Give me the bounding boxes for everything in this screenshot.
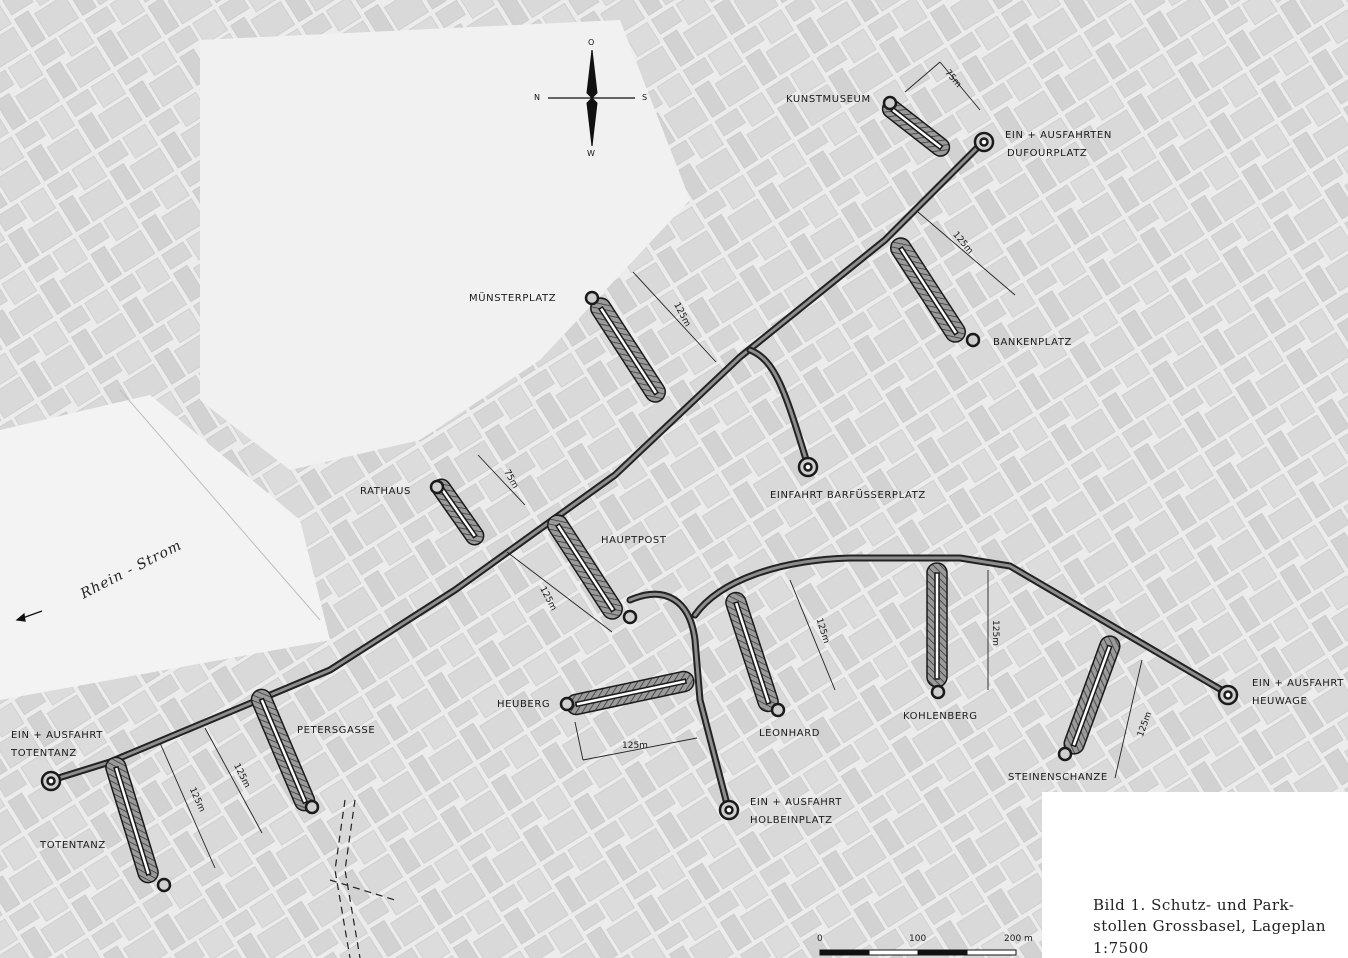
compass-north-label: N bbox=[534, 93, 540, 102]
label-dufour-2: DUFOURPLATZ bbox=[1007, 148, 1088, 159]
label-barfuesserplatz: EINFAHRT BARFÜSSERPLATZ bbox=[770, 490, 926, 501]
label-muensterplatz: MÜNSTERPLATZ bbox=[469, 293, 557, 304]
label-leonhard: LEONHARD bbox=[759, 728, 821, 739]
label-dufour-1: EIN + AUSFAHRTEN bbox=[1005, 130, 1112, 141]
caption-line-3: 1:7500 bbox=[1093, 939, 1149, 957]
label-petersgasse: PETERSGASSE bbox=[297, 725, 376, 736]
label-heuwage-2: HEUWAGE bbox=[1252, 696, 1308, 707]
compass-bottom-label: W bbox=[587, 149, 595, 158]
label-heuwage-1: EIN + AUSFAHRT bbox=[1252, 678, 1344, 689]
dim-heuberg: 125m bbox=[622, 741, 648, 751]
label-kohlenberg: KOHLENBERG bbox=[903, 711, 978, 722]
scale-label-200: 200 m bbox=[1004, 934, 1033, 944]
label-totentanz: TOTENTANZ bbox=[40, 840, 106, 851]
label-kunstmuseum: KUNSTMUSEUM bbox=[786, 94, 871, 105]
shelter-bays bbox=[105, 99, 1121, 884]
entrance-rings bbox=[40, 95, 1239, 893]
label-bankenplatz: BANKENPLATZ bbox=[993, 337, 1072, 348]
compass-icon bbox=[548, 49, 635, 147]
label-totentanz-exit-1: EIN + AUSFAHRT bbox=[11, 730, 103, 741]
dim-kohlenberg: 125m bbox=[990, 620, 1000, 646]
scale-label-0: 0 bbox=[817, 934, 823, 944]
caption-box bbox=[1042, 792, 1348, 958]
label-steinenschanze: STEINENSCHANZE bbox=[1008, 772, 1108, 783]
label-totentanz-exit-2: TOTENTANZ bbox=[11, 748, 77, 759]
river-bank-area bbox=[200, 20, 690, 470]
label-holbein-1: EIN + AUSFAHRT bbox=[750, 797, 842, 808]
label-hauptpost: HAUPTPOST bbox=[601, 535, 667, 546]
tunnel-network bbox=[48, 136, 1234, 812]
river-area bbox=[0, 395, 330, 700]
label-rathaus: RATHAUS bbox=[360, 486, 411, 497]
label-holbein-2: HOLBEINPLATZ bbox=[750, 815, 833, 826]
scale-label-100: 100 bbox=[909, 934, 927, 944]
label-heuberg: HEUBERG bbox=[497, 699, 551, 710]
compass-top-label: O bbox=[588, 38, 595, 47]
river-arrow-icon bbox=[15, 610, 43, 622]
caption-line-1: Bild 1. Schutz- und Park- bbox=[1093, 896, 1295, 914]
caption-line-2: stollen Grossbasel, Lageplan bbox=[1093, 917, 1327, 935]
scale-bar bbox=[819, 949, 1017, 956]
dimension-lines bbox=[159, 61, 1143, 869]
compass-south-label: S bbox=[642, 93, 648, 102]
